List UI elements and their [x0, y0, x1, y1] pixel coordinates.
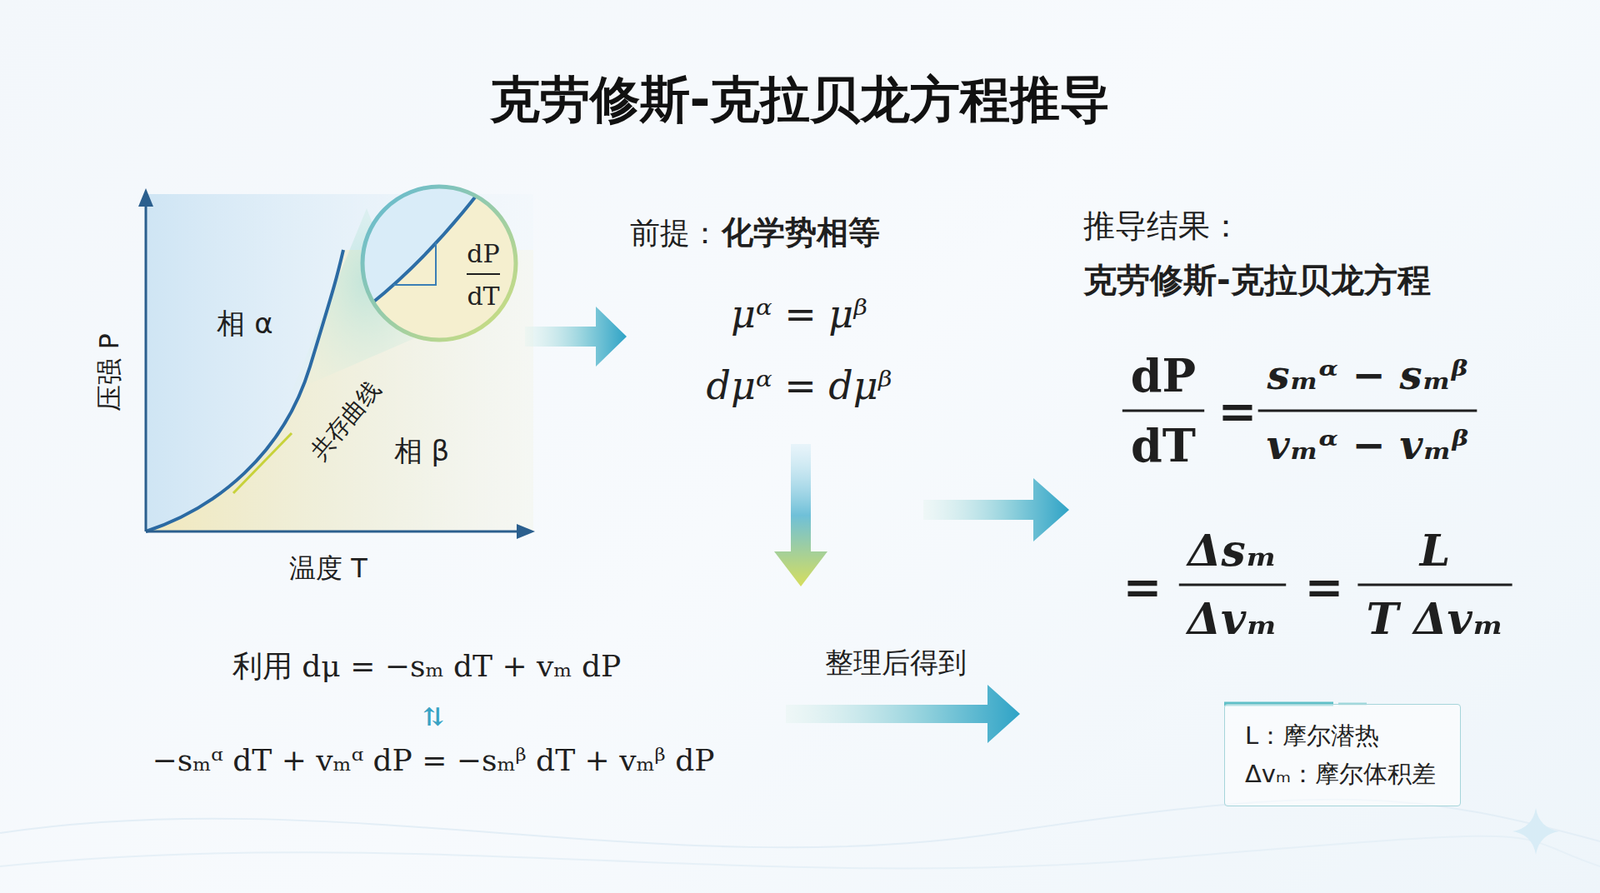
background-wave	[0, 800, 1600, 849]
arrow-label: 整理后得到	[825, 646, 967, 680]
flow-arrow	[785, 685, 1020, 744]
x-axis	[145, 530, 520, 534]
axis-label: 温度 T	[289, 553, 368, 585]
magnifier-ring	[362, 186, 516, 340]
divider-line	[1030, 554, 1033, 867]
equals-sign: =	[1305, 560, 1345, 614]
equation: −sₘᵅ dT + vₘᵅ dP = −sₘᵝ dT + vₘᵝ dP	[152, 743, 715, 778]
result-label: 推导结果：	[1083, 208, 1242, 245]
fraction-bar	[1258, 410, 1478, 413]
background-wave	[0, 836, 1600, 870]
equals-sign: =	[1218, 384, 1258, 438]
phase-label: 相 β	[394, 435, 450, 468]
equation: 利用 dμ = −sₘ dT + vₘ dP	[232, 649, 621, 684]
note-text: Δvₘ：摩尔体积差	[1245, 755, 1440, 794]
result-heading: 克劳修斯-克拉贝龙方程	[1083, 260, 1431, 300]
fraction-bar	[466, 273, 500, 275]
slope-fraction: dP	[466, 239, 500, 269]
note-text: L：摩尔潜热	[1245, 716, 1440, 755]
slope-fraction: dT	[466, 281, 500, 311]
y-axis	[145, 203, 148, 532]
phase-beta-region	[360, 184, 519, 343]
fraction-denominator: dT	[1130, 420, 1196, 472]
fraction-denominator: Δvₘ	[1187, 594, 1278, 645]
sparkle	[1512, 808, 1560, 855]
fraction-numerator: dP	[1130, 350, 1196, 402]
magnifier-circle: dP dT	[360, 184, 519, 343]
fraction-bar	[1179, 584, 1286, 587]
axis-arrowhead	[138, 188, 154, 207]
fraction-denominator: T Δvₘ	[1365, 594, 1504, 645]
equation: dμᵅ = dμᵝ	[706, 364, 893, 409]
fraction-bar	[1357, 584, 1512, 587]
flow-arrow	[923, 478, 1070, 542]
note-box: L：摩尔潜热Δvₘ：摩尔体积差	[1224, 704, 1461, 807]
premise-label: 前提：	[630, 215, 720, 250]
fraction-numerator: Δsₘ	[1187, 525, 1278, 576]
divider-line	[1030, 225, 1033, 471]
phase-alpha-region	[145, 194, 534, 532]
fraction-bar	[1122, 410, 1205, 413]
axis-arrowhead	[516, 524, 535, 540]
equals-sign: =	[1123, 560, 1163, 614]
coexistence-curve	[145, 250, 344, 532]
page-title: 克劳修斯-克拉贝龙方程推导	[490, 70, 1111, 129]
flow-arrow	[525, 306, 627, 367]
slope-triangle	[393, 242, 436, 285]
flow-arrow	[774, 444, 828, 587]
axis-label: 压强 P	[94, 333, 125, 411]
fraction-numerator: sₘᵅ − sₘᵝ	[1267, 352, 1469, 399]
phase-label: 相 α	[216, 307, 273, 340]
premise-text: 化学势相等	[721, 215, 880, 252]
equivalence-symbol: ⇅	[422, 703, 444, 733]
equation: μᵅ = μᵝ	[730, 292, 868, 337]
fraction-numerator: L	[1420, 525, 1451, 576]
fraction-denominator: vₘᵅ − vₘᵝ	[1266, 422, 1470, 469]
curve-highlight	[233, 433, 292, 494]
magnifier-content	[360, 184, 519, 343]
